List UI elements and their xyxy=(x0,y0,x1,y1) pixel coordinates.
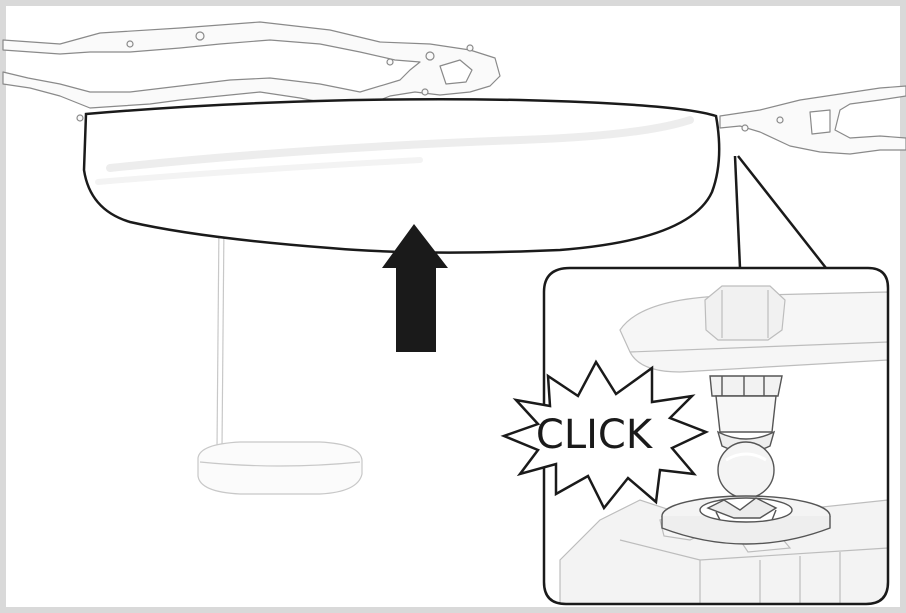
dome-cover xyxy=(84,99,719,252)
socket-disc xyxy=(662,496,830,544)
callout-leader-lines xyxy=(735,156,826,268)
click-label: CLICK xyxy=(536,412,654,458)
pendant-weight xyxy=(198,222,362,494)
